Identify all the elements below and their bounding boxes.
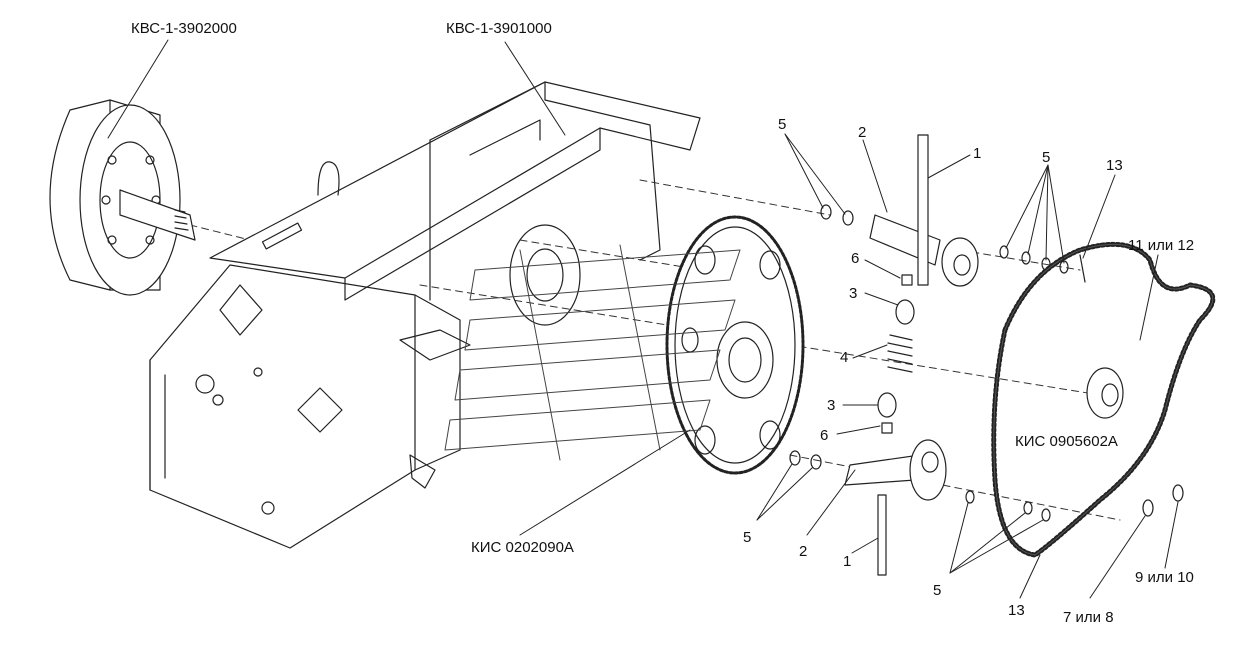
gearbox-housing bbox=[149, 81, 701, 549]
large-sprocket bbox=[665, 215, 805, 475]
label-part-13-bottom: 13 bbox=[1008, 602, 1025, 619]
upper-tensioner bbox=[820, 134, 1086, 287]
label-part-5-top-right: 5 bbox=[1042, 149, 1051, 166]
label-part-1-bottom: 1 bbox=[843, 553, 852, 570]
label-part-3-bottom: 3 bbox=[827, 397, 836, 414]
label-chain: 11 или 12 bbox=[1128, 237, 1195, 254]
label-kis-0202090a: КИС 0202090А bbox=[471, 539, 574, 556]
label-kis-0905602a: КИС 0905602А bbox=[1015, 433, 1118, 450]
label-part-5-top-left: 5 bbox=[778, 116, 787, 133]
chain-links bbox=[1142, 484, 1184, 517]
label-part-6-top: 6 bbox=[851, 250, 860, 267]
leader-lines bbox=[107, 39, 1179, 599]
spring-group bbox=[877, 274, 915, 434]
label-link-9-10: 9 или 10 bbox=[1135, 569, 1194, 586]
label-part-2-bottom: 2 bbox=[799, 543, 808, 560]
label-link-7-8: 7 или 8 bbox=[1063, 609, 1114, 626]
label-part-1-top: 1 bbox=[973, 145, 982, 162]
label-part-4: 4 bbox=[840, 349, 849, 366]
roller-chain bbox=[991, 241, 1216, 558]
label-part-3-top: 3 bbox=[849, 285, 858, 302]
label-part-2-top: 2 bbox=[858, 124, 867, 141]
label-part-5-bottom-left: 5 bbox=[743, 529, 752, 546]
lower-tensioner bbox=[789, 439, 1051, 576]
label-part-5-bottom-right: 5 bbox=[933, 582, 942, 599]
label-part-13-top: 13 bbox=[1106, 157, 1123, 174]
drive-shaft-assembly bbox=[49, 99, 196, 296]
watermark-logo bbox=[444, 244, 741, 461]
label-kvs-3902000: КВС-1-3902000 bbox=[131, 20, 237, 37]
label-kvs-3901000: КВС-1-3901000 bbox=[446, 20, 552, 37]
label-part-6-bottom: 6 bbox=[820, 427, 829, 444]
